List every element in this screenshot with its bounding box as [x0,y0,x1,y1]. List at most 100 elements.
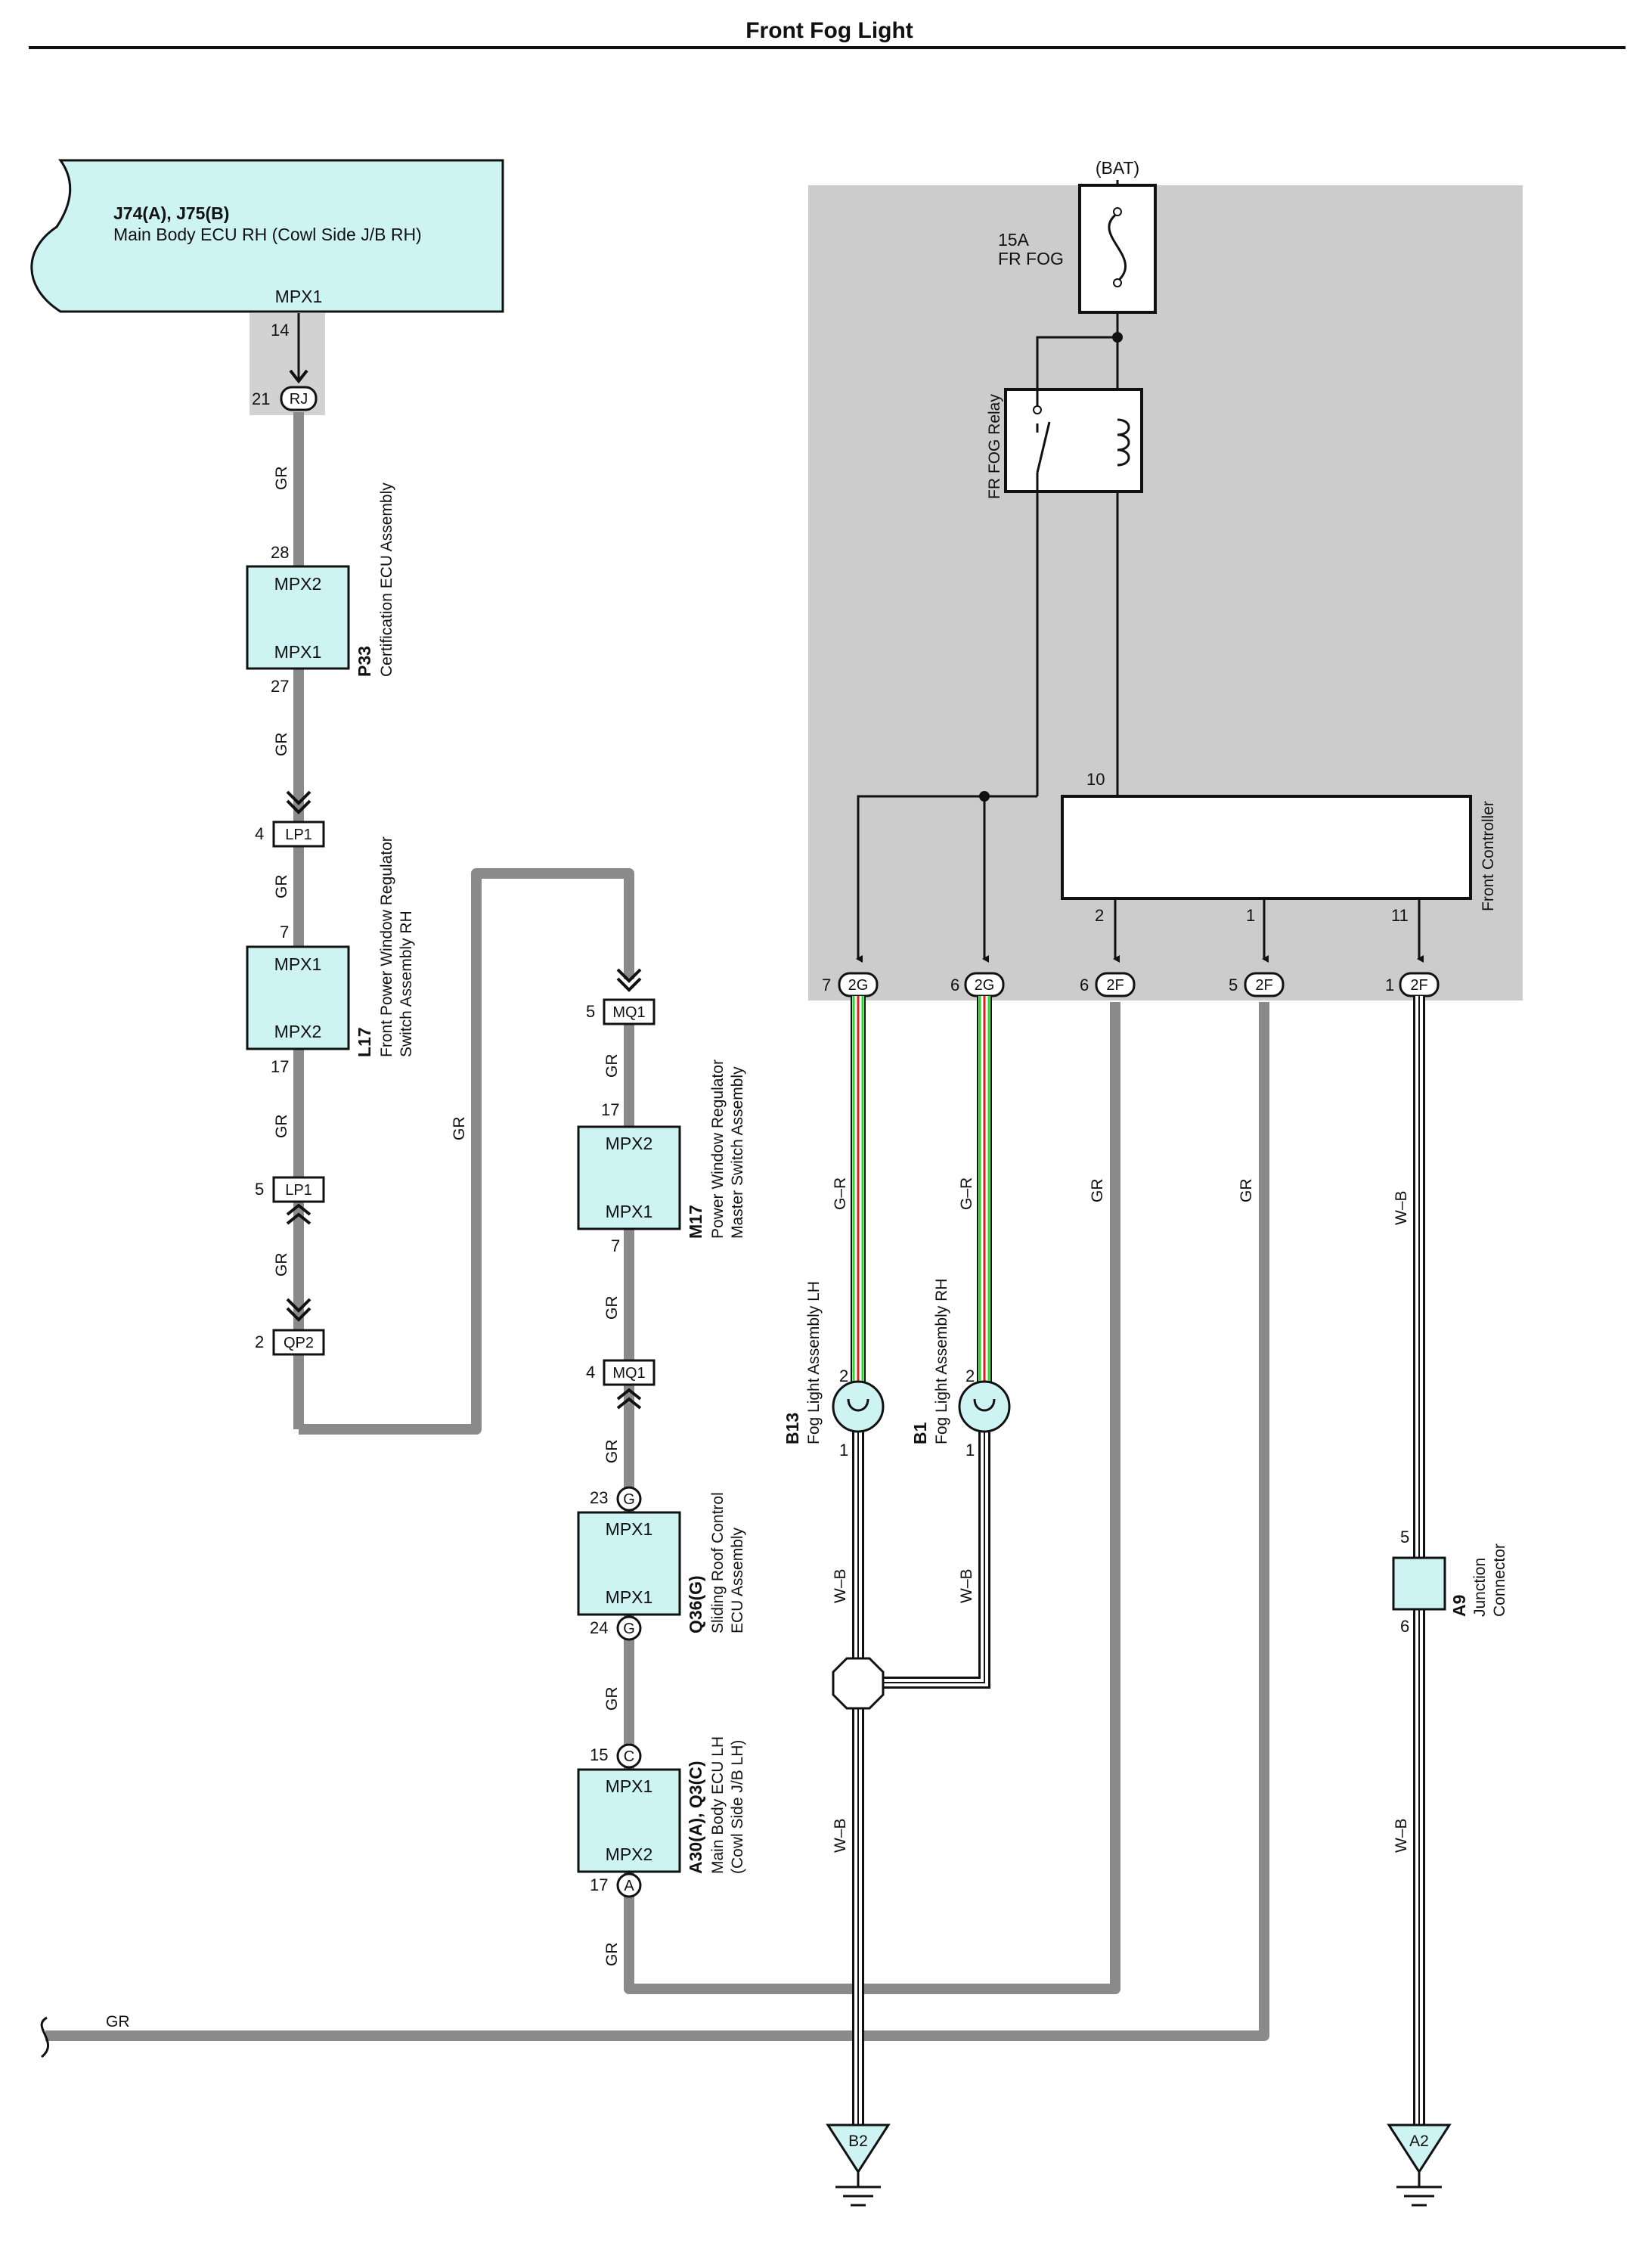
junction-2g-6: 6 2G [950,972,1005,997]
lp1-in-arrow-icon [286,790,311,814]
m17-name-1: Power Window Regulator [709,1059,727,1239]
l17-name-2: Switch Assembly RH [398,910,415,1057]
junction-2g-7: 7 2G [822,972,879,997]
a30-conn-in [616,1743,642,1769]
qp2-connector [272,1329,325,1356]
a9-pin-top: 5 [1400,1528,1409,1546]
q36-conn-out-label: G [623,1621,635,1637]
front-controller-pin-b: 1 [1246,906,1255,925]
wire-label-w-b: W–B [832,1568,849,1603]
junction-2f-5: 5 2F [1229,972,1285,997]
q36-name-2: ECU Assembly [729,1527,746,1633]
bulb-icon [958,1380,1011,1433]
wire-label-gr: GR [603,1296,621,1320]
junction-pin: 6 [1080,976,1089,994]
a30-name-1: Main Body ECU LH [709,1736,727,1874]
front-controller-pin-top: 10 [1086,770,1105,789]
wire-label-gr: GR [273,1253,290,1277]
a9-pin-bottom: 6 [1400,1617,1409,1636]
a30-pin-out: 17 [590,1875,608,1894]
lp1-out-connector [272,1176,325,1203]
qp2-arrow-icon [286,1298,311,1322]
lp1-out-pin: 5 [255,1180,264,1199]
b1-name: Fog Light Assembly RH [933,1279,950,1444]
junction-2f-6: 6 2F [1080,972,1136,997]
wire-label-gr: GR [273,1115,290,1139]
top-ecu-pin: 14 [271,321,289,340]
junction-label: 2F [1106,977,1124,994]
wire-label-g-r: G–R [832,1177,849,1210]
a30-conn-out-label: A [624,1878,634,1894]
gr-wire-loop [299,868,634,1435]
b13-code: B13 [783,1413,802,1444]
w-b-wire-rh [881,1425,990,1689]
fuse-terminal-top [1113,207,1122,216]
q36-top: MPX1 [606,1519,653,1539]
fuse-terminal-bottom [1113,278,1122,287]
q36-conn-in [616,1486,642,1512]
mq1-in-pin: 5 [586,1002,595,1021]
b13-name: Fog Light Assembly LH [805,1281,823,1444]
relay-label: FR FOG Relay [986,394,1003,499]
q36-box [577,1511,681,1616]
wire-label-w-b: W–B [1393,1190,1410,1225]
mq1-out-connector [603,1359,656,1386]
wire-label-gr: GR [273,875,290,899]
fog-light-lh: 2 1 B13 Fog Light Assembly LH [783,1281,885,1460]
a9-code: A9 [1449,1595,1469,1617]
front-controller-pin-c: 11 [1391,906,1409,925]
a30-name-2: (Cowl Side J/B LH) [729,1740,746,1874]
m17-name-2: Master Switch Assembly [729,1066,746,1239]
a9-box [1392,1556,1446,1611]
lp1-out-label: LP1 [285,1182,312,1199]
top-ecu-port: MPX1 [275,287,323,306]
qp2-label: QP2 [284,1335,314,1351]
relay-box [1004,388,1143,493]
wire-break-mark [40,2016,50,2058]
page-title: Front Fog Light [745,18,913,43]
g-r-wire-lh [851,996,866,1388]
wire-label-gr: GR [603,1440,621,1464]
wire-label-gr: GR [1238,1179,1255,1203]
wire-label-gr: GR [451,1117,468,1141]
bulb-icon [832,1380,885,1433]
gr-wire-bottom [45,1002,1269,2041]
rj-pin: 21 [252,389,270,408]
wire-label-w-b: W–B [958,1568,975,1603]
front-controller-pin-a: 2 [1095,906,1104,925]
mq1-in-connector [603,998,656,1025]
splice-dot [979,791,990,802]
junction-pin: 1 [1385,976,1394,994]
wire-label-gr: GR [1089,1179,1106,1203]
fuse-to-relay-wire [1036,336,1117,389]
fog-light-rh: 2 1 B1 Fog Light Assembly RH [910,1279,1011,1460]
q36-code: Q36(G) [686,1575,705,1633]
m17-bottom: MPX1 [606,1202,653,1221]
lp1-in-label: LP1 [285,827,312,843]
relay-contact [1033,405,1042,414]
wire-label-gr: GR [603,1943,621,1967]
l17-top: MPX1 [274,954,322,974]
wire-label-gr: GR [273,733,290,757]
lp1-out-arrow-icon [286,1203,311,1225]
junction-pin: 5 [1229,976,1238,994]
wire-label-w-b: W–B [1393,1818,1410,1853]
a9-name-2: Connector [1491,1543,1508,1617]
lp1-in-connector [272,821,325,848]
fuse-name: FR FOG [998,249,1064,268]
qp2-pin: 2 [255,1332,264,1351]
a30-box [577,1768,681,1873]
ground-splice-icon [832,1657,885,1710]
m17-pin-out: 7 [611,1236,620,1255]
l17-code: L17 [355,1027,374,1057]
ground-label: B2 [848,2133,868,2150]
junction-pin: 6 [950,976,959,994]
junction-label: 2G [975,977,995,994]
wire-label-g-r: G–R [958,1177,975,1210]
mq1-out-arrow-icon [616,1388,642,1410]
ground-a2: A2 [1387,2123,1452,2207]
q36-conn-out [616,1615,642,1641]
q36-pin-in: 23 [590,1488,608,1507]
q36-name-1: Sliding Roof Control [709,1492,727,1633]
